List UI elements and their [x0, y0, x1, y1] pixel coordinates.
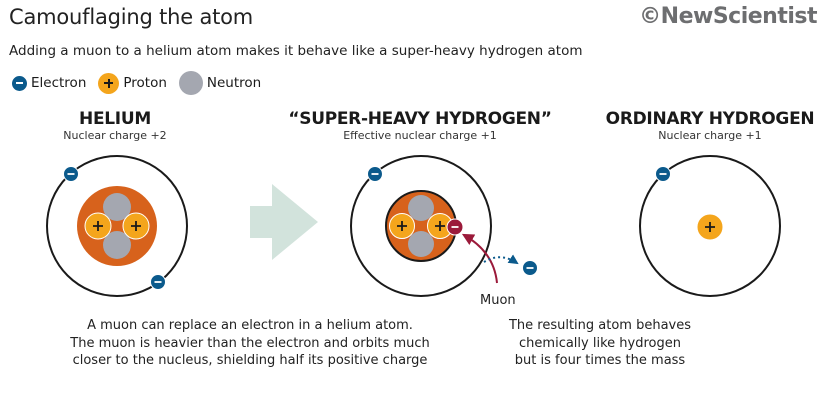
caption-left-line: A muon can replace an electron in a heli…: [87, 318, 413, 333]
helium-atom: [46, 155, 188, 297]
super-heavy-atom: [350, 155, 538, 297]
electron-icon: [655, 166, 671, 182]
helium-orbit: [46, 155, 188, 297]
electron-icon: [522, 260, 538, 276]
hydrogen-subtitle: Nuclear charge +1: [658, 129, 762, 142]
electron-icon: [150, 274, 166, 290]
caption-left-line: closer to the nucleus, shielding half it…: [72, 353, 428, 368]
proton-icon: [122, 212, 150, 240]
proton-icon: [696, 213, 724, 241]
hydrogen-atom: [639, 155, 781, 297]
helium-subtitle: Nuclear charge +2: [63, 129, 167, 142]
muon-icon: [446, 218, 464, 236]
super-heavy-title: “SUPER-HEAVY HYDROGEN”: [288, 109, 552, 129]
super-heavy-subtitle: Effective nuclear charge +1: [343, 129, 497, 142]
legend: Electron Proton Neutron: [12, 71, 273, 95]
legend-neutron-label: Neutron: [206, 75, 262, 91]
proton-icon: [84, 212, 112, 240]
proton-icon: [98, 72, 120, 94]
caption-right-line: The resulting atom behaves: [508, 318, 692, 333]
legend-proton-label: Proton: [123, 75, 167, 91]
caption-left: A muon can replace an electron in a heli…: [40, 317, 460, 370]
electron-icon: [12, 75, 27, 91]
caption-right: The resulting atom behaves chemically li…: [480, 317, 720, 370]
electron-ejected-arrow: [483, 254, 519, 265]
electron-icon: [367, 166, 383, 182]
neutron-icon: [103, 231, 131, 259]
page-title: Camouflaging the atom: [9, 5, 254, 29]
helium-title: HELIUM: [79, 109, 151, 129]
muon-label: Muon: [480, 293, 516, 308]
caption-right-line: but is four times the mass: [514, 353, 686, 368]
legend-proton: Proton: [98, 72, 167, 94]
helium-nucleus-cloud: [77, 186, 157, 266]
caption-right-line: chemically like hydrogen: [519, 335, 681, 351]
proton-icon: [389, 213, 415, 239]
neutron-icon: [408, 231, 434, 257]
legend-neutron: Neutron: [178, 71, 262, 95]
super-heavy-orbit: [350, 155, 492, 297]
newscientist-logo: ©NewScientist: [639, 4, 817, 29]
neutron-icon: [408, 195, 434, 221]
hydrogen-orbit: [639, 155, 781, 297]
legend-electron-label: Electron: [31, 75, 87, 91]
page-subtitle: Adding a muon to a helium atom makes it …: [9, 43, 583, 59]
legend-electron: Electron: [12, 75, 86, 91]
proton-icon: [427, 213, 453, 239]
transition-arrow: [250, 184, 318, 260]
electron-icon: [63, 166, 79, 182]
hydrogen-title: ORDINARY HYDROGEN: [605, 109, 815, 129]
neutron-icon: [103, 193, 131, 221]
caption-left-line: The muon is heavier than the electron an…: [70, 335, 430, 351]
neutron-icon: [178, 71, 203, 95]
muon-arrow: [461, 233, 498, 284]
